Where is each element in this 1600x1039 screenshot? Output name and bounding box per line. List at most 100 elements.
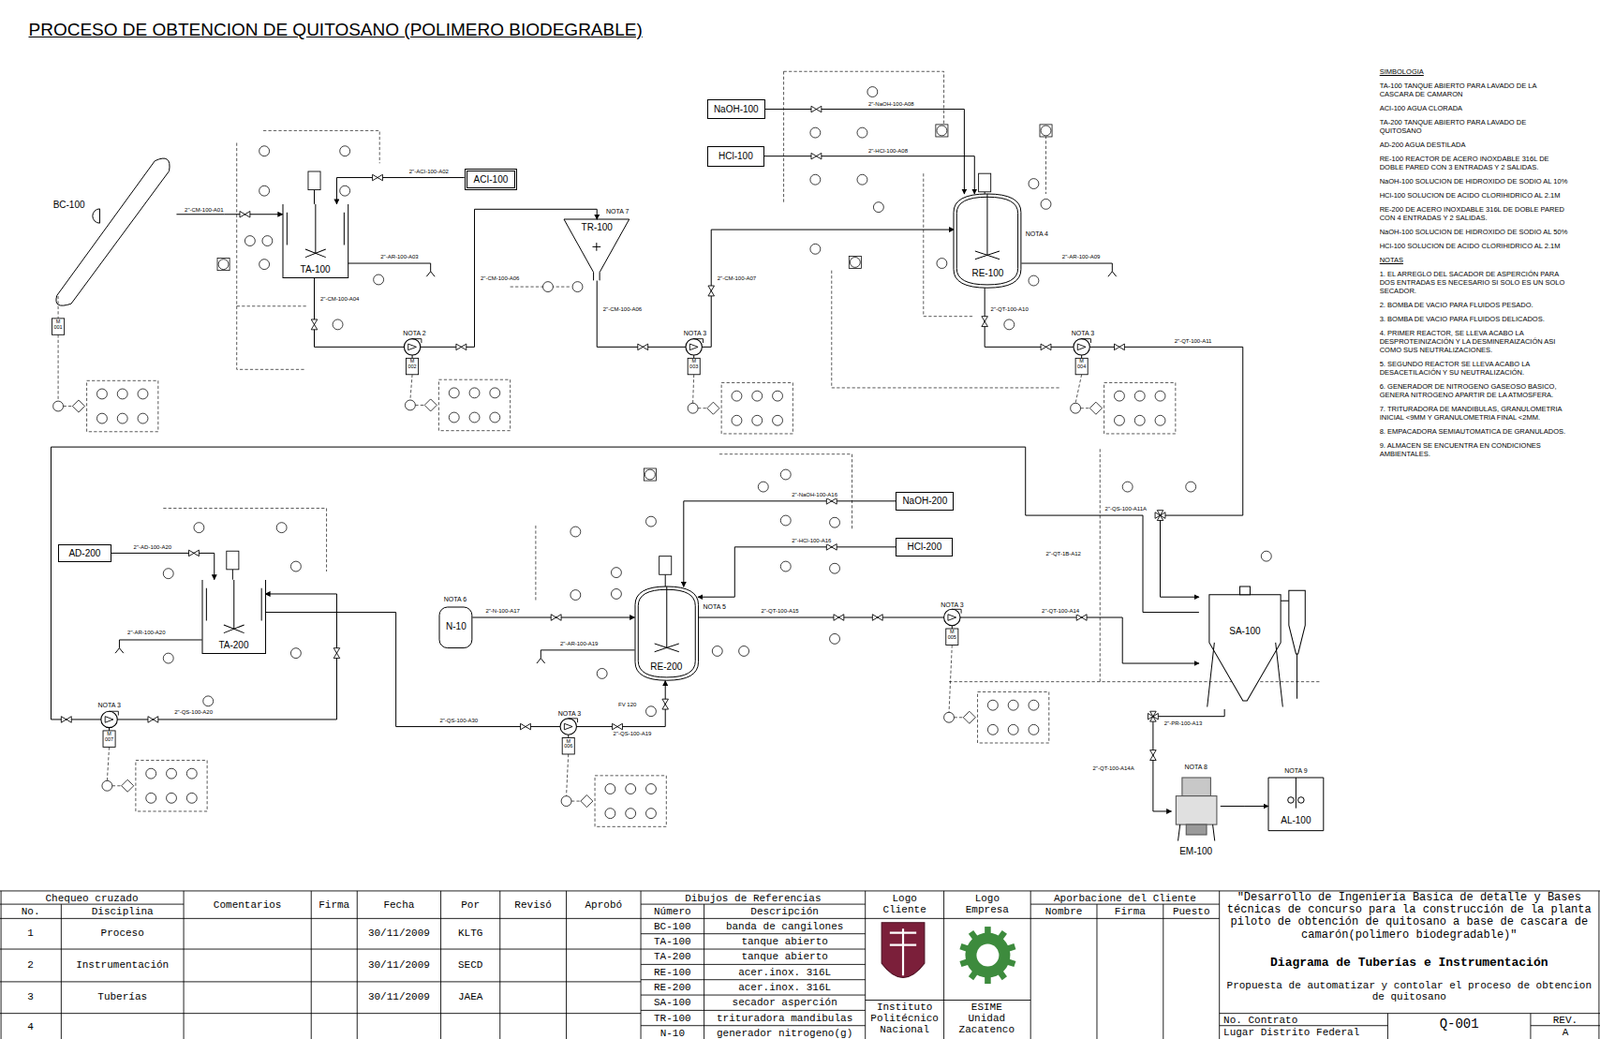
line-number: 2"-QT-100-A10	[990, 306, 1030, 313]
table-rule	[1219, 1012, 1600, 1014]
instrument-bubble	[259, 259, 270, 270]
equipment-outline	[975, 251, 1000, 260]
pump-symbol	[101, 711, 118, 727]
table-rule	[640, 890, 642, 1039]
client-logo	[881, 922, 925, 978]
table-rule	[640, 1009, 866, 1011]
table-cell: Firma	[311, 899, 357, 911]
vent-line	[118, 639, 202, 649]
instrument-bubble	[290, 648, 301, 659]
motor-box	[687, 357, 700, 374]
instrument-bubble	[489, 412, 501, 423]
table-cell: 4	[0, 1021, 61, 1033]
instrument-bubble	[1004, 319, 1015, 330]
instrument-bubble	[1134, 390, 1145, 401]
door-knob	[1298, 797, 1305, 804]
line-number: 2"-QT-100-A15	[760, 607, 800, 615]
equipment-tag: BC-100	[53, 199, 86, 210]
table-cell: RE-100	[640, 966, 705, 978]
table-cell: tanque abierto	[704, 935, 866, 948]
table-cell: banda de cangilones	[704, 920, 866, 933]
instrument-bubble	[849, 257, 860, 268]
line-number: 2"-QT-100-A11	[1173, 338, 1214, 345]
table-rule	[640, 933, 866, 934]
instrument-bubble	[448, 387, 460, 399]
equipment-tag: SA-100	[1229, 625, 1260, 637]
equipment-tag: TA-100	[300, 264, 331, 275]
table-cell: SECD	[441, 959, 501, 971]
motor-box	[103, 730, 116, 747]
equipment-tag: AL-100	[1280, 814, 1311, 826]
signal-line	[948, 644, 952, 712]
legend-note: NaOH-100 SOLUCION DE HIDROXIDO DE SODIO …	[1379, 177, 1571, 186]
jaw-crusher: TR-100	[563, 219, 630, 281]
instrument-bubble	[259, 185, 270, 196]
line-number: 2"-CM-100-A06	[479, 275, 520, 282]
logic-diamond	[72, 400, 85, 413]
equipment-outline	[92, 208, 101, 223]
agitator-shaft	[232, 569, 234, 580]
pump-symbol	[689, 339, 703, 351]
instrument-bubble	[162, 568, 174, 579]
section-heading: NOTAS	[1379, 255, 1571, 265]
vent-symbol	[536, 658, 546, 664]
table-rule	[1162, 903, 1164, 1039]
table-rule	[640, 963, 866, 965]
pump-symbol	[560, 718, 577, 735]
instrument-bubble	[772, 414, 784, 426]
table-cell: Chequeo cruzado	[0, 892, 184, 904]
control-loop-box	[135, 760, 208, 812]
door-knob	[1288, 797, 1295, 804]
valve-symbol	[826, 544, 837, 551]
table-rule	[440, 890, 442, 1039]
motor-box	[946, 628, 959, 645]
equipment-outline	[1239, 586, 1250, 595]
motor-box	[978, 173, 992, 193]
instrument-bubble	[596, 667, 608, 679]
legend-note: 7. TRITURADORA DE MANDIBULAS, GRANULOMET…	[1379, 404, 1571, 422]
process-pipe	[764, 156, 975, 194]
valve-symbol	[981, 316, 989, 327]
table-cell: Revisó	[500, 899, 567, 911]
line-number: 2"-HCl-100-A16	[790, 537, 832, 545]
equipment-outline	[282, 204, 349, 278]
logic-diamond	[121, 779, 134, 792]
equipment-outline	[1207, 642, 1284, 708]
valve-symbol	[833, 614, 845, 622]
instrument-bubble	[646, 784, 657, 795]
signal-line	[783, 71, 785, 205]
equipment-tag: RE-200	[650, 661, 682, 672]
table-cell: JAEA	[441, 991, 501, 1003]
instrument-bubble	[873, 202, 884, 213]
motor-tag: M 001	[52, 318, 65, 331]
table-cell: Instituto Politécnico Nacional	[865, 1001, 945, 1036]
valve-symbol	[550, 614, 562, 622]
agitator-shaft	[313, 190, 315, 205]
equipment-tag: HCl-200	[907, 541, 943, 552]
logic-diamond	[707, 401, 720, 415]
table-rule	[1096, 903, 1097, 1039]
equipment-tag: EM-100	[1179, 845, 1213, 857]
signal-line	[162, 507, 326, 572]
table-rule	[1030, 890, 1032, 1039]
signal-line	[1075, 374, 1082, 404]
table-cell: TA-100	[640, 935, 705, 948]
signal-line	[1099, 448, 1321, 682]
feed-tank-box: HCl-100	[707, 146, 765, 167]
table-cell: Nombre	[1030, 905, 1097, 918]
open-tank: TA-200	[202, 579, 267, 653]
table-cell: Fecha	[356, 899, 441, 911]
pump-symbol	[944, 608, 961, 625]
legend-note: RE-100 REACTOR DE ACERO INOXDABLE 316L D…	[1379, 154, 1571, 172]
table-cell: 2	[0, 959, 61, 971]
spray-dryer: SA-100	[1199, 586, 1312, 710]
instrument-bubble	[96, 388, 107, 400]
instrument-bubble	[944, 711, 955, 723]
feed-tank-box: AD-200	[58, 544, 112, 563]
process-pipe	[697, 547, 896, 597]
equipment-outline	[1295, 777, 1297, 809]
signal-line	[106, 746, 109, 781]
process-pipe	[265, 612, 666, 727]
